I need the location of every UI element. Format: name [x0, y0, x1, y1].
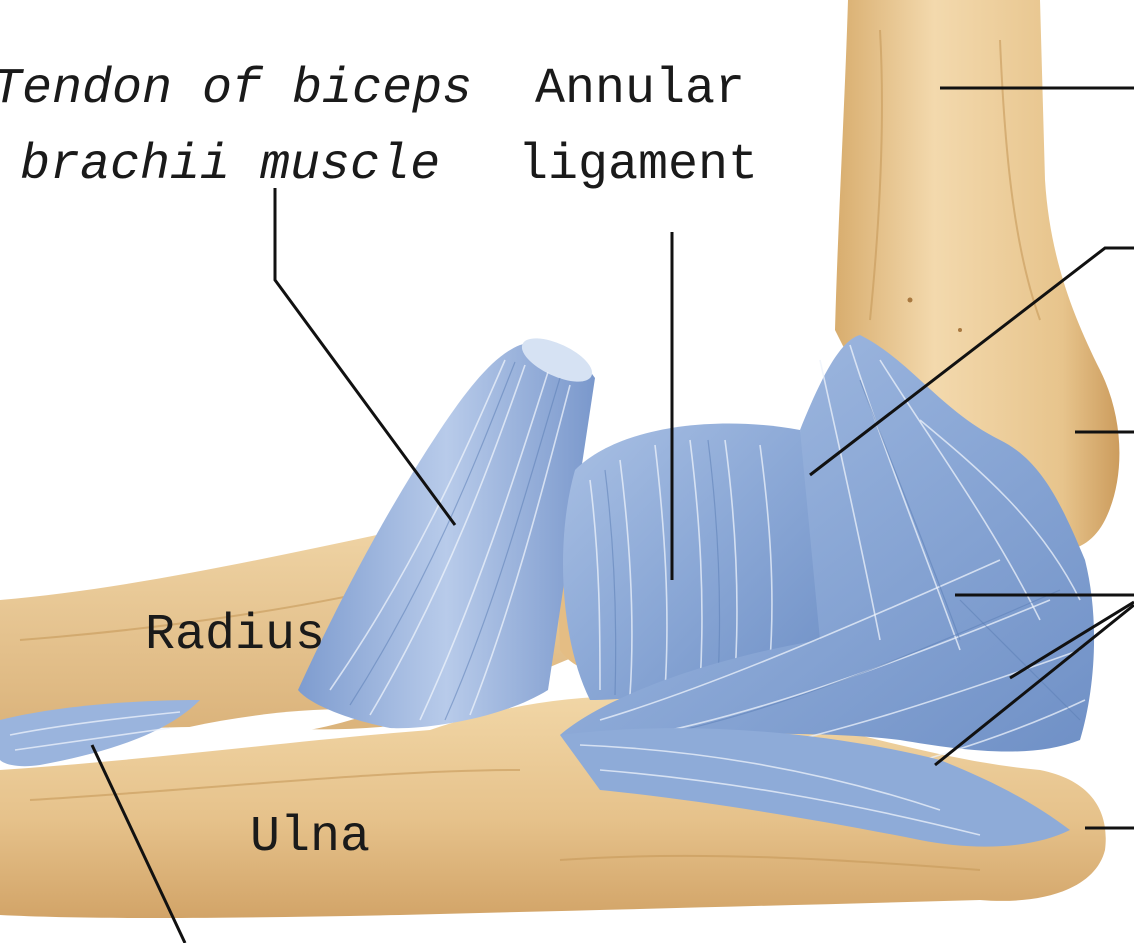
label-annular-line1: Annular — [535, 61, 745, 118]
label-annular-line2: ligament — [518, 137, 758, 194]
label-radius: Radius — [145, 607, 325, 664]
label-ulna: Ulna — [250, 809, 370, 866]
biceps-tendon — [298, 329, 598, 728]
label-tendon-line2: brachii muscle — [20, 137, 440, 194]
label-tendon-line1: Tendon of biceps — [0, 61, 472, 118]
